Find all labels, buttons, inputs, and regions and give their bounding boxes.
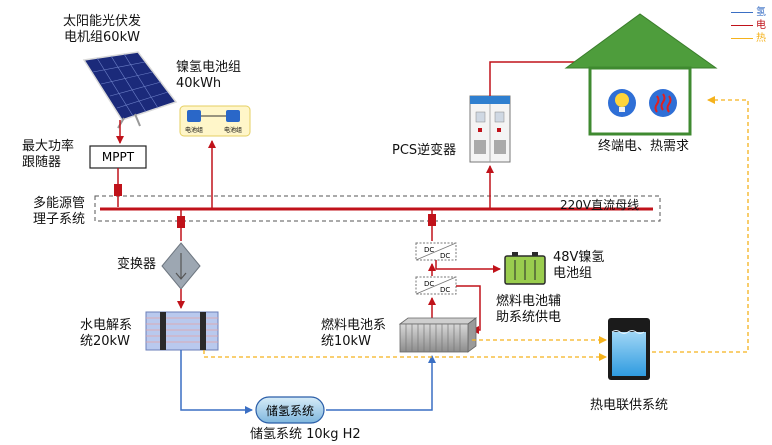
- fuelcell-label-line2: 统10kW: [321, 334, 371, 349]
- mppt-label-line2: 跟随器: [22, 155, 62, 170]
- chp-tank-icon: [608, 318, 650, 380]
- aux-label-line1: 燃料电池辅: [496, 294, 562, 309]
- legend-hydrogen-label: 氢: [756, 7, 766, 18]
- solar-label: 太阳能光伏发 电机组60kW: [47, 14, 157, 46]
- breaker-fuelcell: [428, 214, 436, 226]
- solar-label-line2: 电机组60kW: [64, 30, 140, 45]
- h2-storage-tank-icon: [255, 396, 325, 424]
- pcs-inverter-icon: [469, 95, 511, 163]
- pcs-label: PCS逆变器: [392, 143, 457, 158]
- electrolyzer-label-line1: 水电解系: [80, 318, 133, 333]
- dcdc-top-right: DC: [440, 252, 450, 260]
- fuelcell-label: 燃料电池系 统10kW: [321, 318, 386, 350]
- fuel-cell-stack-icon: [398, 317, 478, 353]
- solar-label-line1: 太阳能光伏发: [62, 14, 141, 29]
- legend-electric-swatch: [731, 25, 753, 26]
- nimh-pack-label-line1: 镍氢电池组: [176, 60, 242, 75]
- breaker-mppt: [114, 184, 122, 196]
- electrolyzer-icon: [145, 311, 219, 351]
- dcdc-bottom-left: DC: [424, 280, 434, 288]
- dc-bus-label: 220V直流母线: [560, 198, 640, 212]
- nimh-pack-label: 镍氢电池组 40kWh: [176, 60, 241, 92]
- aux-label-line2: 助系统供电: [496, 310, 562, 325]
- legend: 氢 电 热: [731, 6, 766, 45]
- dcdc-bottom-right: DC: [440, 286, 450, 294]
- ems-label-line1: 多能源管: [33, 196, 86, 211]
- chp-label: 热电联供系统: [590, 398, 669, 413]
- nimh-pack-label-line2: 40kWh: [176, 76, 222, 91]
- heat-icon: [649, 89, 677, 117]
- electrolyzer-label: 水电解系 统20kW: [80, 318, 132, 350]
- ems-label: 多能源管 理子系统: [33, 196, 85, 228]
- legend-heat-label: 热: [756, 33, 766, 44]
- legend-electric-label: 电: [756, 20, 766, 31]
- battery48-label: 48V镍氢 电池组: [553, 250, 604, 282]
- mppt-box-text: MPPT: [102, 150, 135, 164]
- dcdc-top-left: DC: [424, 246, 434, 254]
- legend-hydrogen-swatch: [731, 12, 753, 13]
- battery48-label-line2: 电池组: [553, 266, 593, 281]
- nimh-battery-pack-icon: [179, 105, 251, 137]
- mppt-label: 最大功率 跟随器: [22, 139, 74, 171]
- legend-heat-swatch: [731, 38, 753, 39]
- nimh-cell-right: 电池组: [224, 126, 242, 134]
- fuelcell-label-line1: 燃料电池系: [321, 318, 387, 333]
- house-icon: [564, 13, 718, 136]
- battery-48v-icon: [504, 252, 546, 285]
- light-bulb-icon: [608, 89, 636, 117]
- breaker-converter: [177, 216, 185, 228]
- converter-label: 变换器: [117, 257, 157, 272]
- legend-hydrogen: 氢: [731, 6, 766, 19]
- electrolyzer-label-line2: 统20kW: [80, 334, 130, 349]
- battery48-label-line1: 48V镍氢: [553, 250, 605, 265]
- legend-heat: 热: [731, 32, 766, 45]
- aux-label: 燃料电池辅 助系统供电: [496, 294, 561, 326]
- ems-label-line2: 理子系统: [33, 212, 86, 227]
- terminal-label: 终端电、热需求: [598, 139, 690, 154]
- solar-panel-icon: [82, 51, 178, 129]
- legend-electric: 电: [731, 19, 766, 32]
- nimh-cell-left: 电池组: [185, 126, 203, 134]
- h2storage-label: 储氢系统 10kg H2: [250, 427, 361, 442]
- mppt-label-line1: 最大功率: [22, 139, 75, 154]
- h2-tank-text: 储氢系统: [266, 403, 314, 418]
- ems-boundary: [94, 195, 661, 222]
